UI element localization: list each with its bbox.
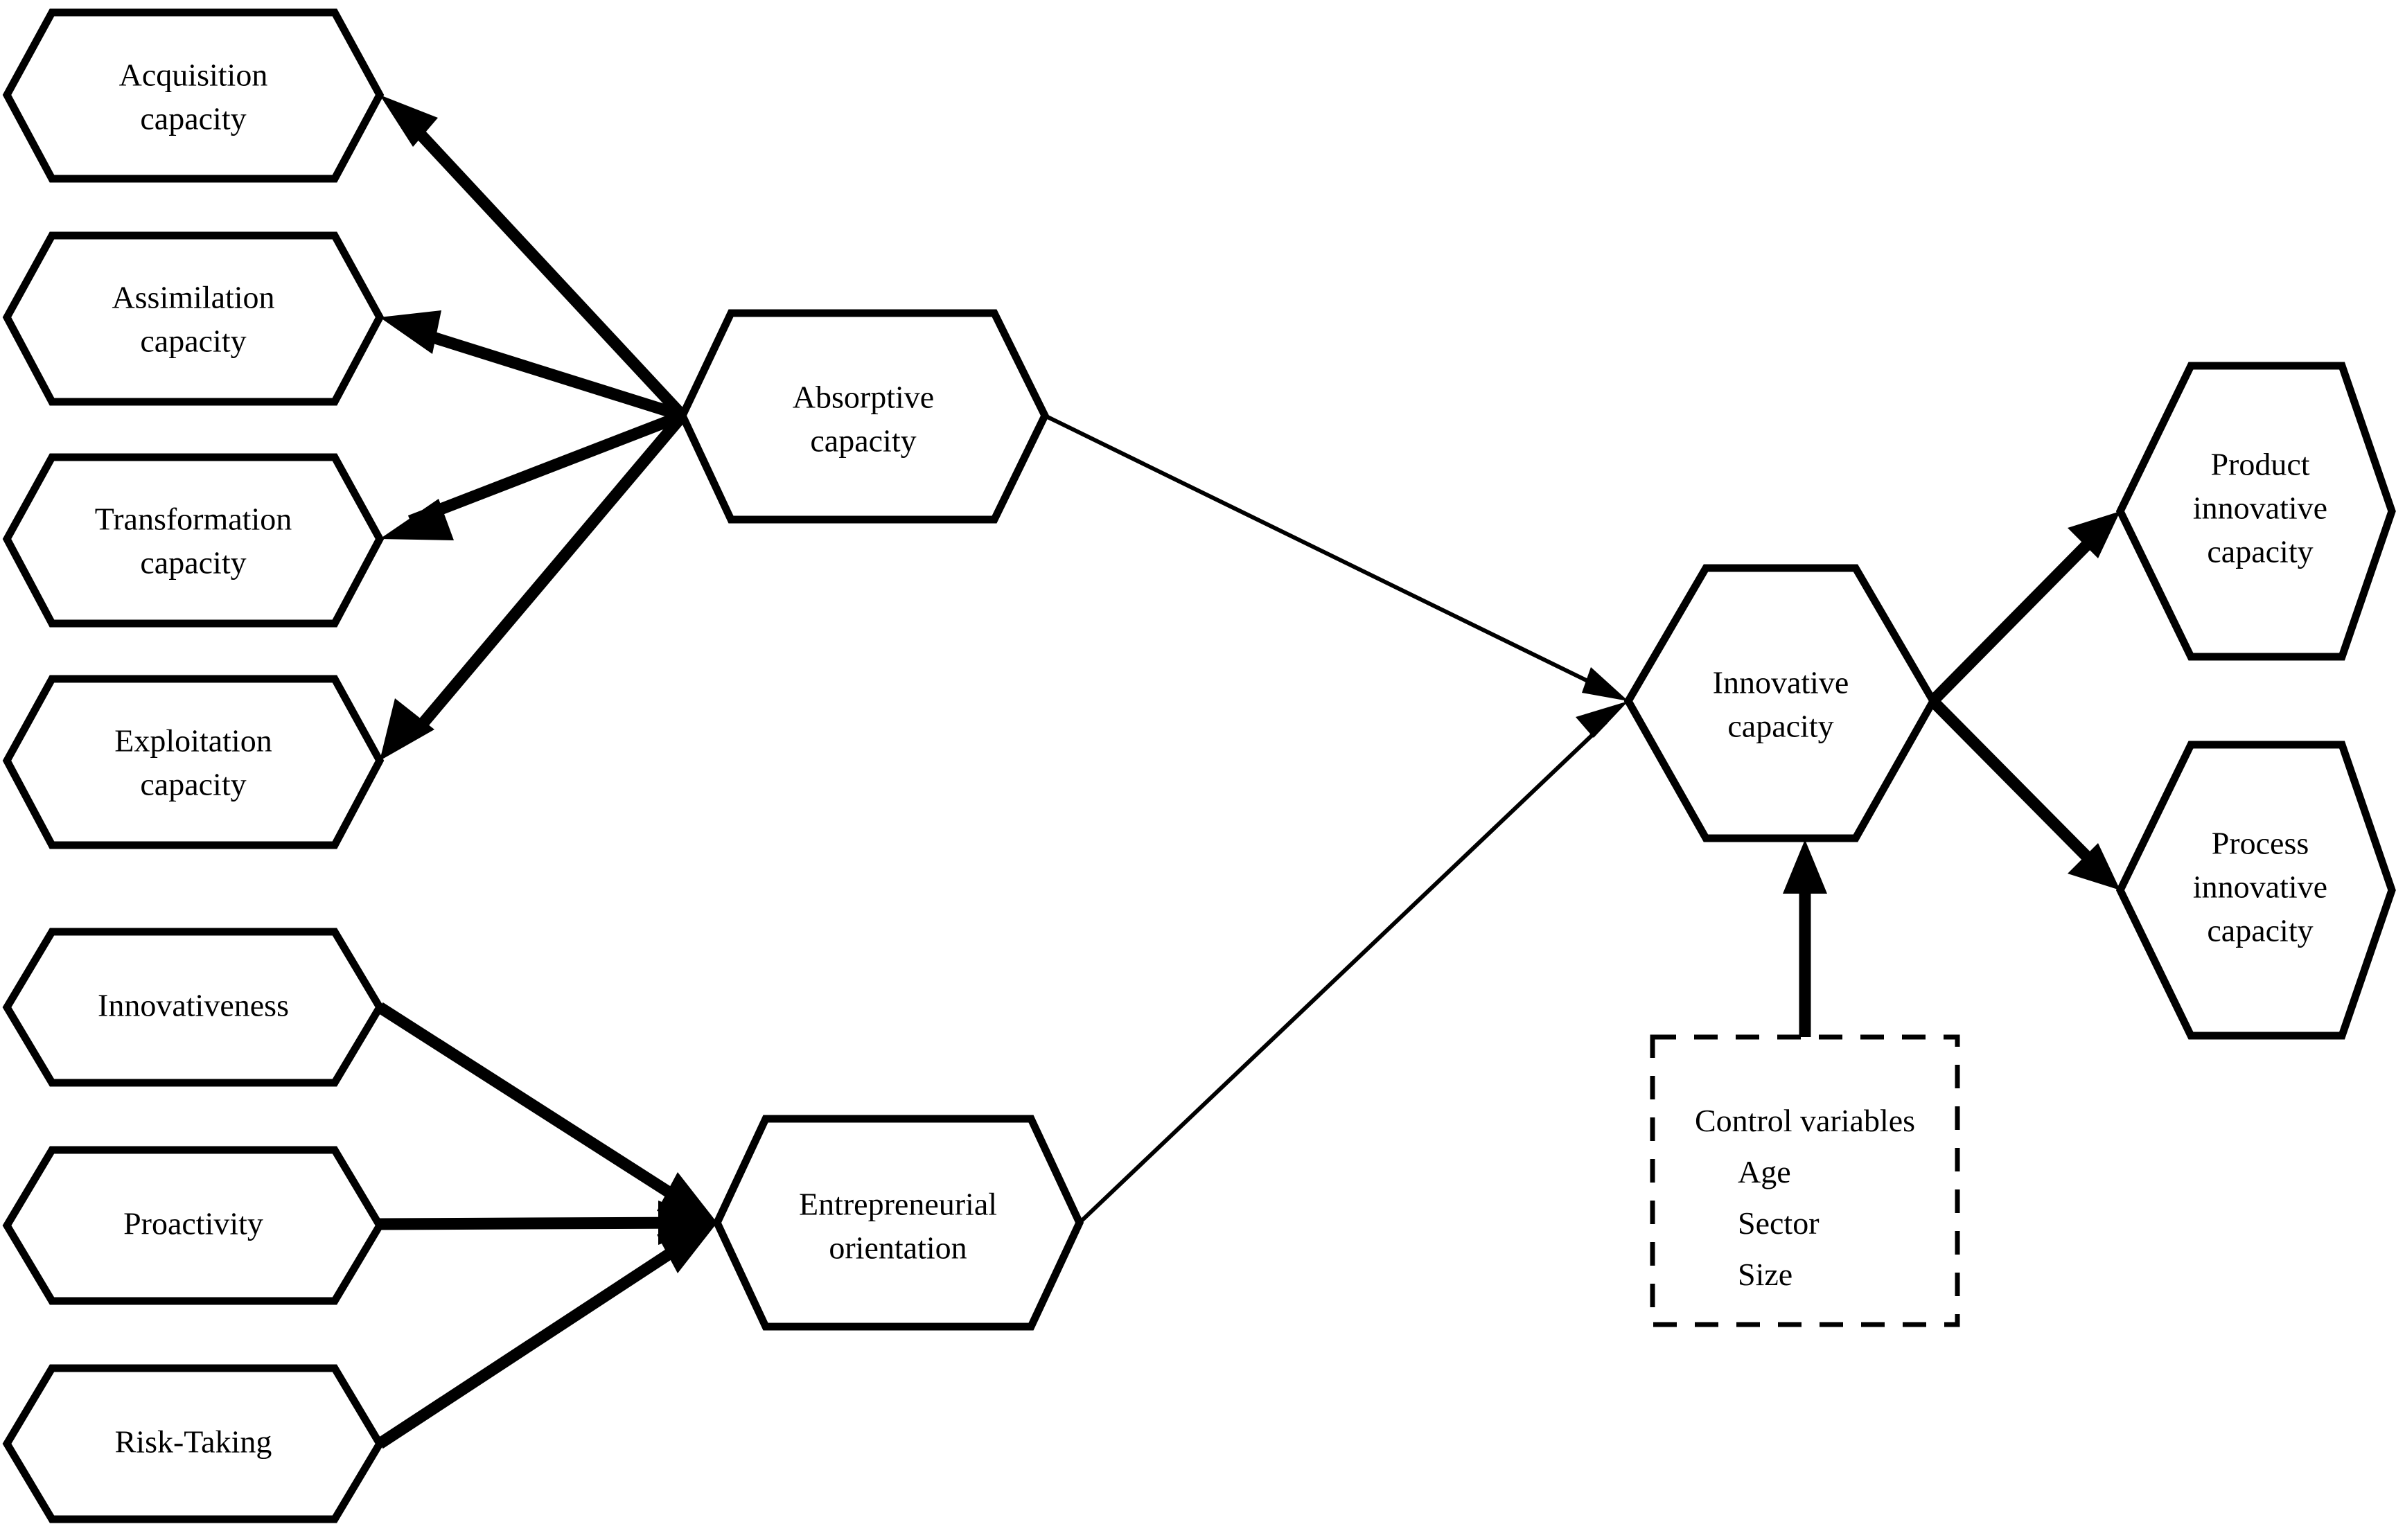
- node-label-line: Product: [2210, 447, 2309, 482]
- node-risk-taking[interactable]: Risk-Taking: [2, 1364, 385, 1523]
- node-exploitation-capacity[interactable]: Exploitation capacity: [2, 675, 385, 849]
- edge-innovativeness-to-entrepreneurial: [376, 1002, 717, 1223]
- node-acquisition-capacity[interactable]: Acquisition capacity: [2, 8, 385, 183]
- edge-absorptive-to-acquisition: [380, 95, 687, 420]
- arrowhead-icon: [657, 1223, 717, 1273]
- hexagon-shape: [678, 309, 1050, 524]
- node-label-line: Transformation: [95, 502, 292, 537]
- hexagon-shape: [2, 231, 385, 406]
- node-label-line: capacity: [810, 423, 916, 459]
- arrowhead-icon: [380, 310, 441, 354]
- node-label-line: Exploitation: [114, 723, 272, 759]
- control-variables-title: Control variables: [1695, 1103, 1915, 1138]
- hexagon-shape: [712, 1115, 1084, 1331]
- node-process-innovative-capacity[interactable]: Process innovative capacity: [2115, 741, 2396, 1040]
- hexagon-shape: [2115, 741, 2396, 1040]
- edge-absorptive-to-innovative: [1043, 414, 1628, 701]
- edge-group: [376, 95, 2120, 1449]
- hexagon-shape: [2, 675, 385, 849]
- node-label-line: Acquisition: [119, 57, 268, 93]
- node-innovativeness[interactable]: Innovativeness: [2, 928, 385, 1087]
- node-label-line: Proactivity: [123, 1206, 263, 1241]
- node-innovative-capacity[interactable]: Innovative capacity: [1623, 564, 1938, 842]
- node-label-line: capacity: [2207, 534, 2313, 569]
- node-label-line: capacity: [140, 101, 246, 136]
- arrowhead-icon: [2068, 511, 2120, 558]
- hexagon-shape: [2, 1146, 385, 1305]
- control-variable-item: Sector: [1738, 1205, 1820, 1241]
- hexagon-shape: [1623, 564, 1938, 842]
- hexagon-shape: [2, 1364, 385, 1523]
- node-label-line: capacity: [140, 545, 246, 581]
- node-label-line: capacity: [140, 767, 246, 802]
- edge-absorptive-to-transformation: [380, 410, 685, 540]
- edge-entrepreneurial-to-innovative: [1077, 701, 1628, 1225]
- node-label-line: capacity: [2207, 913, 2313, 948]
- node-label-line: innovative: [2193, 869, 2327, 905]
- node-label-line: Assimilation: [112, 280, 274, 315]
- node-label-line: Entrepreneurial: [799, 1187, 997, 1222]
- edge-control-to-innovative: [1783, 840, 1827, 1037]
- node-label-line: innovative: [2193, 490, 2327, 526]
- arrowhead-icon: [380, 499, 454, 540]
- edge-absorptive-to-assimilation: [380, 310, 685, 422]
- hexagon-shape: [2, 453, 385, 628]
- node-label-line: capacity: [1727, 709, 1833, 744]
- arrowhead-icon: [380, 95, 438, 147]
- node-proactivity[interactable]: Proactivity: [2, 1146, 385, 1305]
- hexagon-shape: [2, 8, 385, 183]
- node-label-line: Process: [2212, 826, 2309, 861]
- node-label-line: Absorptive: [793, 380, 934, 415]
- node-assimilation-capacity[interactable]: Assimilation capacity: [2, 231, 385, 406]
- arrowhead-icon: [1783, 840, 1827, 894]
- edge-absorptive-to-exploitation: [380, 411, 687, 761]
- dashed-border: [1650, 1034, 1960, 1327]
- hexagon-shape: [2, 928, 385, 1087]
- node-product-innovative-capacity[interactable]: Product innovative capacity: [2115, 362, 2396, 661]
- node-label-line: Innovativeness: [98, 988, 289, 1023]
- arrowhead-icon: [1582, 667, 1628, 701]
- node-entrepreneurial-orientation[interactable]: Entrepreneurial orientation: [712, 1115, 1084, 1331]
- node-label-line: orientation: [829, 1230, 967, 1266]
- hexagon-shape: [2115, 362, 2396, 661]
- control-variables-box[interactable]: Control variables Age Sector Size: [1650, 1034, 1960, 1327]
- arrowhead-icon: [380, 698, 434, 761]
- node-label-line: Innovative: [1713, 665, 1849, 700]
- arrowhead-icon: [1576, 701, 1628, 738]
- node-absorptive-capacity[interactable]: Absorptive capacity: [678, 309, 1050, 524]
- control-variable-item: Age: [1738, 1154, 1791, 1189]
- node-label-line: Risk-Taking: [115, 1424, 272, 1460]
- arrowhead-icon: [2068, 843, 2120, 890]
- control-variable-item: Size: [1738, 1257, 1792, 1292]
- node-transformation-capacity[interactable]: Transformation capacity: [2, 453, 385, 628]
- node-label-line: capacity: [140, 324, 246, 359]
- edge-risktaking-to-entrepreneurial: [376, 1223, 717, 1449]
